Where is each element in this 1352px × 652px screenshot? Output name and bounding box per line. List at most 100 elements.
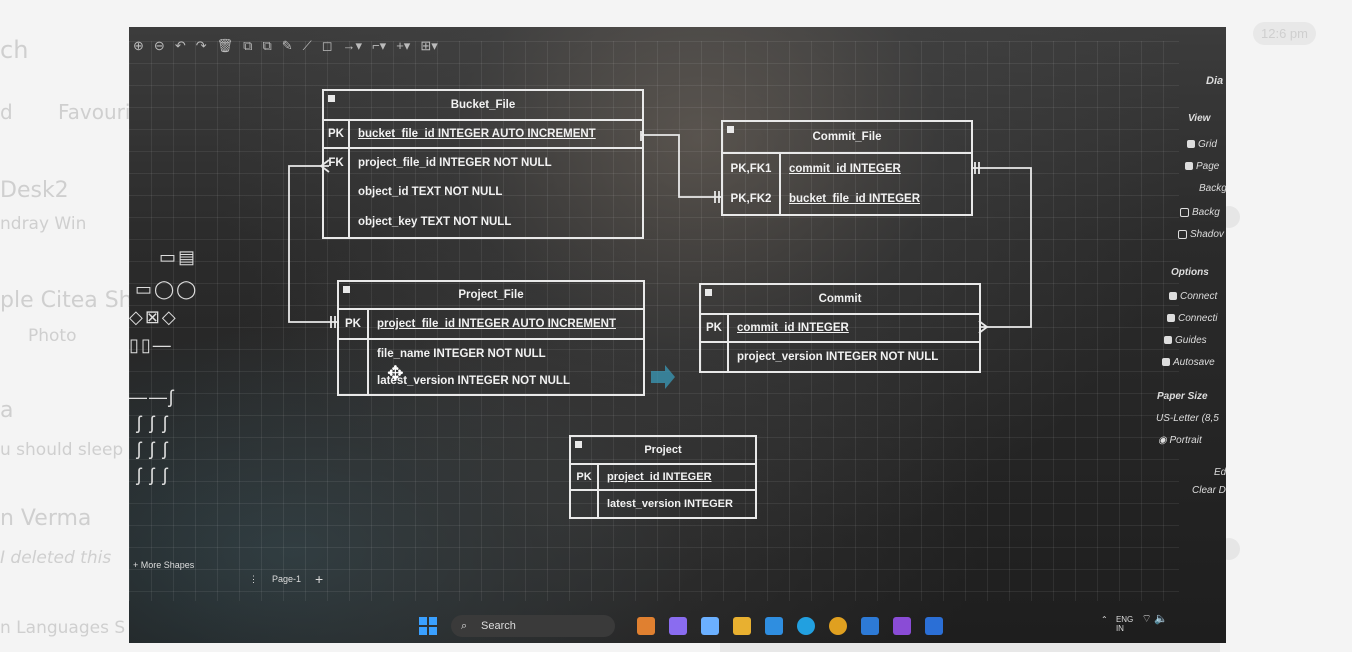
- task-view-icon[interactable]: [701, 617, 719, 635]
- page-menu-icon[interactable]: ⋮: [249, 573, 258, 584]
- add-page-button[interactable]: +: [315, 571, 324, 587]
- background-right-pane: 12:6 pm: [1218, 0, 1352, 652]
- table-commit-file[interactable]: Commit_File PK,FK1 commit_id INTEGER PK,…: [721, 120, 973, 216]
- line-color-icon[interactable]: ⟋: [302, 38, 312, 53]
- shape-entity-icon[interactable]: ▭▤: [159, 247, 198, 267]
- to-front-icon[interactable]: ⧉: [243, 38, 253, 53]
- bg-text: ch: [0, 36, 29, 64]
- bg-text: n Verma: [0, 506, 92, 531]
- shadow-checkbox[interactable]: Shadov: [1178, 229, 1224, 240]
- shadow-label: Shadov: [1190, 229, 1224, 240]
- bucketfile-to-projectfile-connector: [288, 165, 337, 323]
- insert-icon[interactable]: +▾: [396, 38, 411, 53]
- table-bucket-file[interactable]: Bucket_File PK bucket_file_id INTEGER AU…: [322, 89, 644, 239]
- delete-icon[interactable]: 🗑: [216, 38, 234, 53]
- redo-icon[interactable]: ↷: [195, 38, 207, 53]
- crowfoot-mark: [978, 320, 989, 334]
- undo-icon[interactable]: ↶: [174, 38, 186, 53]
- page-view-checkbox[interactable]: Page: [1185, 161, 1219, 172]
- portrait-radio[interactable]: ◉ Portrait: [1158, 435, 1202, 446]
- table-icon[interactable]: ⊞▾: [420, 38, 438, 53]
- to-back-icon[interactable]: ⧉: [262, 38, 272, 53]
- shape-relation-icon[interactable]: ʃ ʃ ʃ: [137, 413, 169, 433]
- table-row-pk: PK commit_id INTEGER: [701, 315, 979, 343]
- word-icon[interactable]: [925, 617, 943, 635]
- paper-size-select[interactable]: US-Letter (8,5: [1156, 413, 1219, 424]
- paper-size-header: Paper Size: [1157, 391, 1208, 402]
- vscode-icon[interactable]: [861, 617, 879, 635]
- widgets-icon[interactable]: [637, 617, 655, 635]
- connection-points-checkbox[interactable]: Connecti: [1167, 313, 1217, 324]
- language-indicator[interactable]: ENG IN: [1116, 615, 1133, 633]
- connection-icon[interactable]: →▾: [342, 38, 363, 53]
- move-arrow-icon: [651, 365, 675, 389]
- wifi-icon[interactable]: ⌔: [1141, 613, 1152, 625]
- table-row-pk: PK,FK1 commit_id INTEGER: [723, 154, 971, 184]
- bg-text: n Languages S: [0, 618, 126, 638]
- bg-time-badge: 12:6 pm: [1253, 22, 1316, 45]
- table-commit[interactable]: Commit PK commit_id INTEGER project_vers…: [699, 283, 981, 373]
- taskbar-search[interactable]: ⌕ Search: [451, 615, 615, 637]
- bg-text: Photo: [28, 326, 77, 346]
- shape-ellipse-icon[interactable]: ▭◯◯: [135, 279, 199, 299]
- background-chat-list: ch d Favourit Desk2 ndray Win ple Citea …: [0, 0, 138, 652]
- relationship-lines: [288, 131, 1032, 389]
- chrome-icon[interactable]: [829, 617, 847, 635]
- shapes-panel: ▭▤ ▭◯◯ ◇⊠◇ ▯▯— ——ʃ ʃ ʃ ʃ ʃ ʃ ʃ ʃ ʃ ʃ: [129, 227, 224, 497]
- bg-text: I deleted this: [0, 548, 112, 568]
- field-cell: latest_version INTEGER NOT NULL: [377, 375, 570, 387]
- store-icon[interactable]: [765, 617, 783, 635]
- panel-tab-diagram[interactable]: Dia: [1206, 75, 1224, 87]
- grid-checkbox[interactable]: Grid: [1187, 139, 1217, 150]
- language-label: ENG: [1115, 615, 1134, 624]
- shape-relation-icon[interactable]: ——ʃ: [129, 387, 175, 407]
- waypoints-icon[interactable]: ⌐▾: [372, 38, 387, 53]
- table-project-file[interactable]: Project_File PK project_file_id INTEGER …: [337, 280, 645, 396]
- guides-label: Guides: [1175, 335, 1207, 346]
- bucketfile-to-commitfile-connector: [641, 134, 721, 198]
- visual-studio-icon[interactable]: [893, 617, 911, 635]
- table-row-pk: PK project_id INTEGER: [571, 465, 755, 491]
- clear-default-button[interactable]: Clear D: [1192, 485, 1226, 496]
- shape-doc-icon[interactable]: ▯▯—: [129, 335, 173, 355]
- bg-footer-bar: [720, 640, 1220, 652]
- bg-text: a: [0, 398, 14, 423]
- table-project[interactable]: Project PK project_id INTEGER latest_ver…: [569, 435, 757, 519]
- key-cell: FK: [324, 149, 350, 177]
- shape-diamond-icon[interactable]: ◇⊠◇: [129, 307, 178, 327]
- autosave-label: Autosave: [1173, 357, 1215, 368]
- shadow-icon[interactable]: ◻: [321, 38, 333, 53]
- move-cursor-icon: ✥: [387, 363, 404, 385]
- portrait-label: Portrait: [1169, 435, 1202, 446]
- zoom-out-icon[interactable]: ⊖: [153, 38, 165, 53]
- commitfile-to-commit-connector: [971, 167, 1032, 328]
- search-label: Search: [481, 620, 516, 632]
- edit-data-button[interactable]: Ed: [1214, 467, 1226, 478]
- table-row: object_key TEXT NOT NULL: [324, 207, 642, 237]
- background-checkbox[interactable]: Backg: [1180, 207, 1220, 218]
- copilot-icon[interactable]: [669, 617, 687, 635]
- page-bar: ⋮ Page-1 +: [249, 571, 323, 587]
- more-shapes-button[interactable]: + More Shapes: [133, 560, 195, 570]
- tray-expand-icon[interactable]: ⌃: [1101, 615, 1108, 624]
- connect-arrows-checkbox[interactable]: Connect: [1169, 291, 1217, 302]
- windows-start-icon[interactable]: [419, 617, 437, 635]
- guides-checkbox[interactable]: Guides: [1164, 335, 1207, 346]
- zoom-in-icon[interactable]: ⊕: [133, 38, 144, 53]
- key-cell: PK,FK2: [723, 184, 781, 214]
- volume-icon[interactable]: 🔈: [1154, 613, 1168, 625]
- field-cell: bucket_file_id INTEGER AUTO INCREMENT: [358, 128, 596, 140]
- shape-relation-icon[interactable]: ʃ ʃ ʃ: [137, 439, 169, 459]
- autosave-checkbox[interactable]: Autosave: [1162, 357, 1215, 368]
- shape-relation-icon[interactable]: ʃ ʃ ʃ: [137, 465, 169, 485]
- edge-icon[interactable]: [797, 617, 815, 635]
- file-explorer-icon[interactable]: [733, 617, 751, 635]
- table-title: Commit: [701, 285, 979, 315]
- tab-page-1[interactable]: Page-1: [272, 574, 302, 584]
- field-cell: latest_version INTEGER: [607, 498, 733, 510]
- taskbar: ⌕ Search ⌃ ENG IN ⌔ 🔈: [129, 609, 1226, 643]
- field-cell: object_key TEXT NOT NULL: [358, 216, 512, 228]
- one-mark: [714, 191, 720, 203]
- table-row: project_version INTEGER NOT NULL: [701, 343, 979, 371]
- fill-color-icon[interactable]: ✎: [281, 38, 293, 53]
